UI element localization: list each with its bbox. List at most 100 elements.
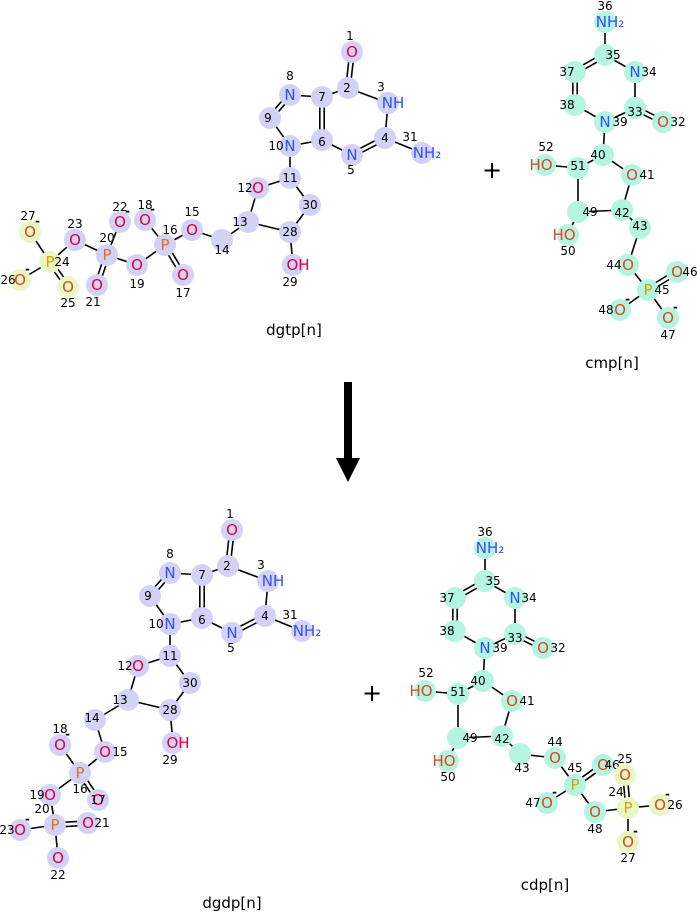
atom-27: O-27 xyxy=(617,824,639,865)
element-label: N xyxy=(284,86,295,104)
atom-33: 33 xyxy=(624,97,646,119)
label-bg xyxy=(296,623,308,639)
atom-42: 42 xyxy=(611,199,633,221)
charge-label: - xyxy=(665,787,670,801)
atom-14: 14 xyxy=(211,229,233,257)
atom-25: O25 xyxy=(57,276,79,310)
atom-number: 40 xyxy=(470,674,485,688)
label-bg xyxy=(599,114,611,130)
atom-35: 35 xyxy=(594,44,621,66)
molecule-name: dgtp[n] xyxy=(266,321,322,339)
atom-15: O15 xyxy=(181,205,203,241)
label-bg xyxy=(642,282,654,298)
label-bg xyxy=(262,573,274,589)
atom-51: 51 xyxy=(567,157,589,179)
element-label: NH₂ xyxy=(596,13,625,31)
element-label: O xyxy=(622,256,634,274)
atom-number: 13 xyxy=(232,215,247,229)
atom-44: O44 xyxy=(544,735,566,769)
label-bg xyxy=(619,767,631,783)
element-label: O xyxy=(549,749,561,767)
element-label: O xyxy=(62,278,74,296)
atom-number: 46 xyxy=(604,758,619,772)
atom-4: 4 xyxy=(254,605,276,627)
atom-23: O23 xyxy=(64,217,86,251)
atom-number: 27 xyxy=(20,209,35,223)
charge-label: - xyxy=(150,202,155,216)
atom-number: 35 xyxy=(605,48,620,62)
label-bg xyxy=(284,87,296,103)
atom-number: 18 xyxy=(137,198,152,212)
label-bg xyxy=(62,279,74,295)
atom-5: N5 xyxy=(221,622,243,655)
atom-highlight xyxy=(592,144,614,166)
atom-8: N8 xyxy=(159,547,181,584)
atom-22: O22 xyxy=(47,847,69,882)
molecule-name: dgdp[n] xyxy=(202,894,261,912)
element-label: O xyxy=(252,179,264,197)
atom-48: O-48 xyxy=(598,292,631,321)
element-label: O xyxy=(114,213,126,231)
atom-18: O-18 xyxy=(49,722,71,756)
atom-number: 8 xyxy=(286,69,294,83)
atom-highlight xyxy=(509,743,531,765)
atom-highlight xyxy=(564,94,586,116)
atom-11: 11 xyxy=(279,167,301,189)
element-label: N xyxy=(599,113,610,131)
label-bg xyxy=(479,640,491,656)
label-bg xyxy=(287,257,299,273)
atom-6: 6 xyxy=(191,607,213,629)
atom-number: 47 xyxy=(525,796,540,810)
atom-25: O25 xyxy=(614,752,636,786)
element-label: O xyxy=(506,692,518,710)
element-label: O xyxy=(14,821,26,839)
atom-number: 6 xyxy=(198,613,206,627)
label-bg xyxy=(654,797,666,813)
label-bg xyxy=(74,765,86,781)
atom-number: 51 xyxy=(570,159,585,173)
atom-number: 20 xyxy=(99,231,114,245)
atom-highlight xyxy=(444,587,466,609)
element-label: NH xyxy=(382,94,405,112)
atom-35: 35 xyxy=(474,570,501,592)
atom-number: 46 xyxy=(682,265,697,279)
label-bg xyxy=(382,95,394,111)
atom-42: 42 xyxy=(491,725,513,747)
atom-highlight xyxy=(564,61,586,83)
atom-number: 41 xyxy=(639,168,654,182)
label-bg xyxy=(139,212,151,228)
charge-label: - xyxy=(65,727,70,741)
atom-13: 13 xyxy=(232,211,259,233)
atom-number: 7 xyxy=(318,90,326,104)
element-label: O xyxy=(14,271,26,289)
atom-48: O48 xyxy=(584,801,606,836)
atom-number: 4 xyxy=(261,609,269,623)
atom-22: O-22 xyxy=(109,200,131,233)
atom-12: O12 xyxy=(117,655,149,677)
atom-number: 38 xyxy=(559,98,574,112)
atom-49: 49 xyxy=(447,727,478,749)
molecule-dgtp-n-: O12NH34NH₂31N567N89N1011O12133028OH2914O… xyxy=(0,29,441,339)
atom-number: 28 xyxy=(282,225,297,239)
atom-number: 9 xyxy=(264,111,272,125)
label-bg xyxy=(284,138,296,154)
atom-number: 12 xyxy=(117,659,132,673)
atom-number: 6 xyxy=(318,135,326,149)
atom-21: O21 xyxy=(85,274,108,309)
label-bg xyxy=(132,658,144,674)
label-bg xyxy=(622,257,634,273)
atom-number: 45 xyxy=(567,761,582,775)
atom-3: NH3 xyxy=(377,80,404,114)
label-bg xyxy=(44,787,56,803)
atom-number: 33 xyxy=(627,105,642,119)
atom-number: 31 xyxy=(282,608,297,622)
atom-highlight xyxy=(472,670,494,692)
atom-highlight xyxy=(504,623,526,645)
charge-label: - xyxy=(35,214,40,228)
